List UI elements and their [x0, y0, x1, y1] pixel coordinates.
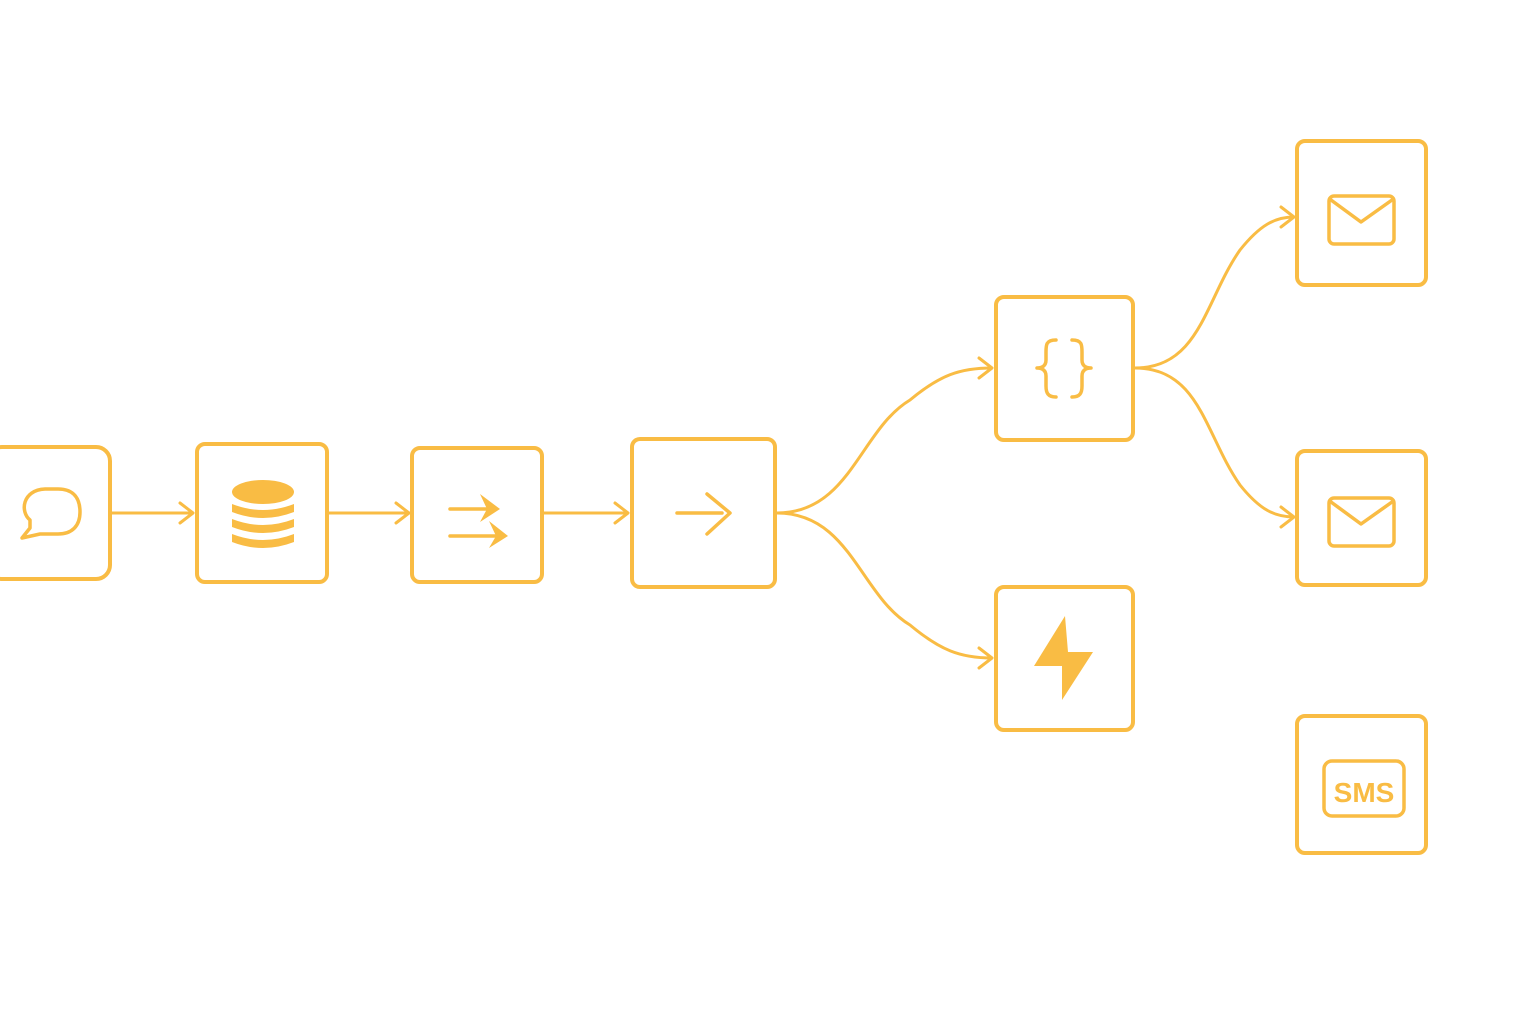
edge-json-email-2: [1134, 366, 1296, 529]
sms-icon: SMS: [1322, 759, 1406, 818]
edge-route-json: [776, 356, 994, 515]
double-arrow-icon: [448, 494, 508, 548]
node-email-2[interactable]: [1295, 449, 1428, 587]
node-split[interactable]: [410, 446, 544, 584]
sms-label: SMS: [1334, 777, 1395, 808]
edge-chat-database: [110, 501, 195, 525]
edge-split-route: [543, 501, 630, 525]
chat-bubble-icon: [20, 487, 82, 540]
node-json[interactable]: [994, 295, 1135, 442]
envelope-icon: [1327, 194, 1396, 246]
node-email-1[interactable]: [1295, 139, 1428, 287]
edge-database-split: [329, 501, 411, 525]
edge-json-email-1: [1134, 205, 1296, 370]
node-chat[interactable]: [0, 445, 112, 581]
database-icon: [232, 480, 294, 548]
node-database[interactable]: [195, 442, 329, 584]
curly-braces-icon: [1035, 338, 1093, 399]
envelope-icon: [1327, 496, 1396, 548]
edge-route-trigger: [776, 511, 994, 670]
lightning-bolt-icon: [1034, 616, 1093, 700]
node-route[interactable]: [630, 437, 777, 589]
node-trigger[interactable]: [994, 585, 1135, 732]
node-sms[interactable]: SMS: [1295, 714, 1428, 855]
arrow-right-icon: [675, 492, 732, 536]
